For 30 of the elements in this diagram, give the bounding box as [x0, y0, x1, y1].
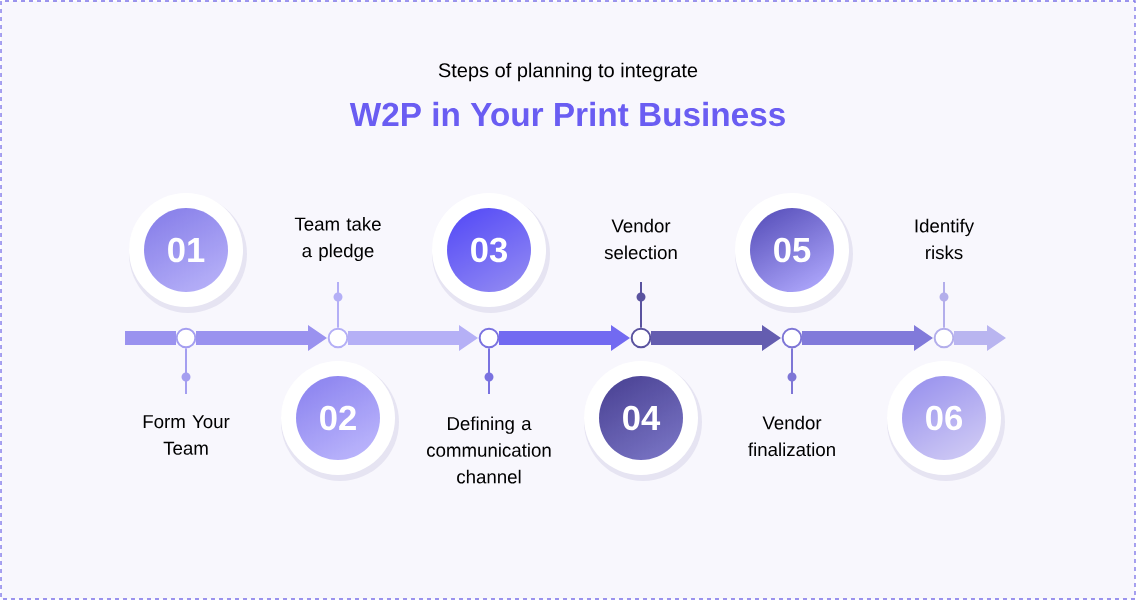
leader-line	[333, 281, 343, 329]
leader-line	[939, 281, 949, 329]
number-badge: 05	[735, 193, 853, 313]
step-label: Defining a communication channel	[427, 416, 551, 484]
timeline-arrow	[125, 331, 176, 345]
timeline-arrow	[348, 325, 478, 351]
number-badge: 02	[281, 361, 399, 481]
timeline-arrow	[196, 325, 327, 351]
number-badge: 01	[129, 193, 247, 313]
leader-line	[181, 347, 191, 395]
timeline-marker	[630, 327, 652, 349]
leader-line	[787, 347, 797, 395]
step-label: Form Your Team	[143, 415, 230, 455]
step-label: Vendor finalization	[748, 415, 835, 457]
timeline-marker	[478, 327, 500, 349]
step-label: Team take a pledge	[294, 216, 381, 261]
title: W2P in Your Print Business	[349, 101, 785, 127]
leader-line	[484, 347, 494, 395]
step-label: Vendor selection	[604, 218, 677, 260]
subtitle: Steps of planning to integrate	[438, 62, 698, 82]
number-badge: 03	[432, 193, 550, 313]
step-label: Identify risks	[915, 218, 975, 260]
timeline-arrow	[954, 325, 1006, 351]
leader-line	[636, 281, 646, 329]
number-badge: 06	[887, 361, 1005, 481]
number-badge: 04	[584, 361, 702, 481]
timeline-arrow	[651, 325, 781, 351]
timeline-arrow	[499, 325, 630, 351]
timeline-marker	[781, 327, 803, 349]
timeline-arrow	[802, 325, 933, 351]
